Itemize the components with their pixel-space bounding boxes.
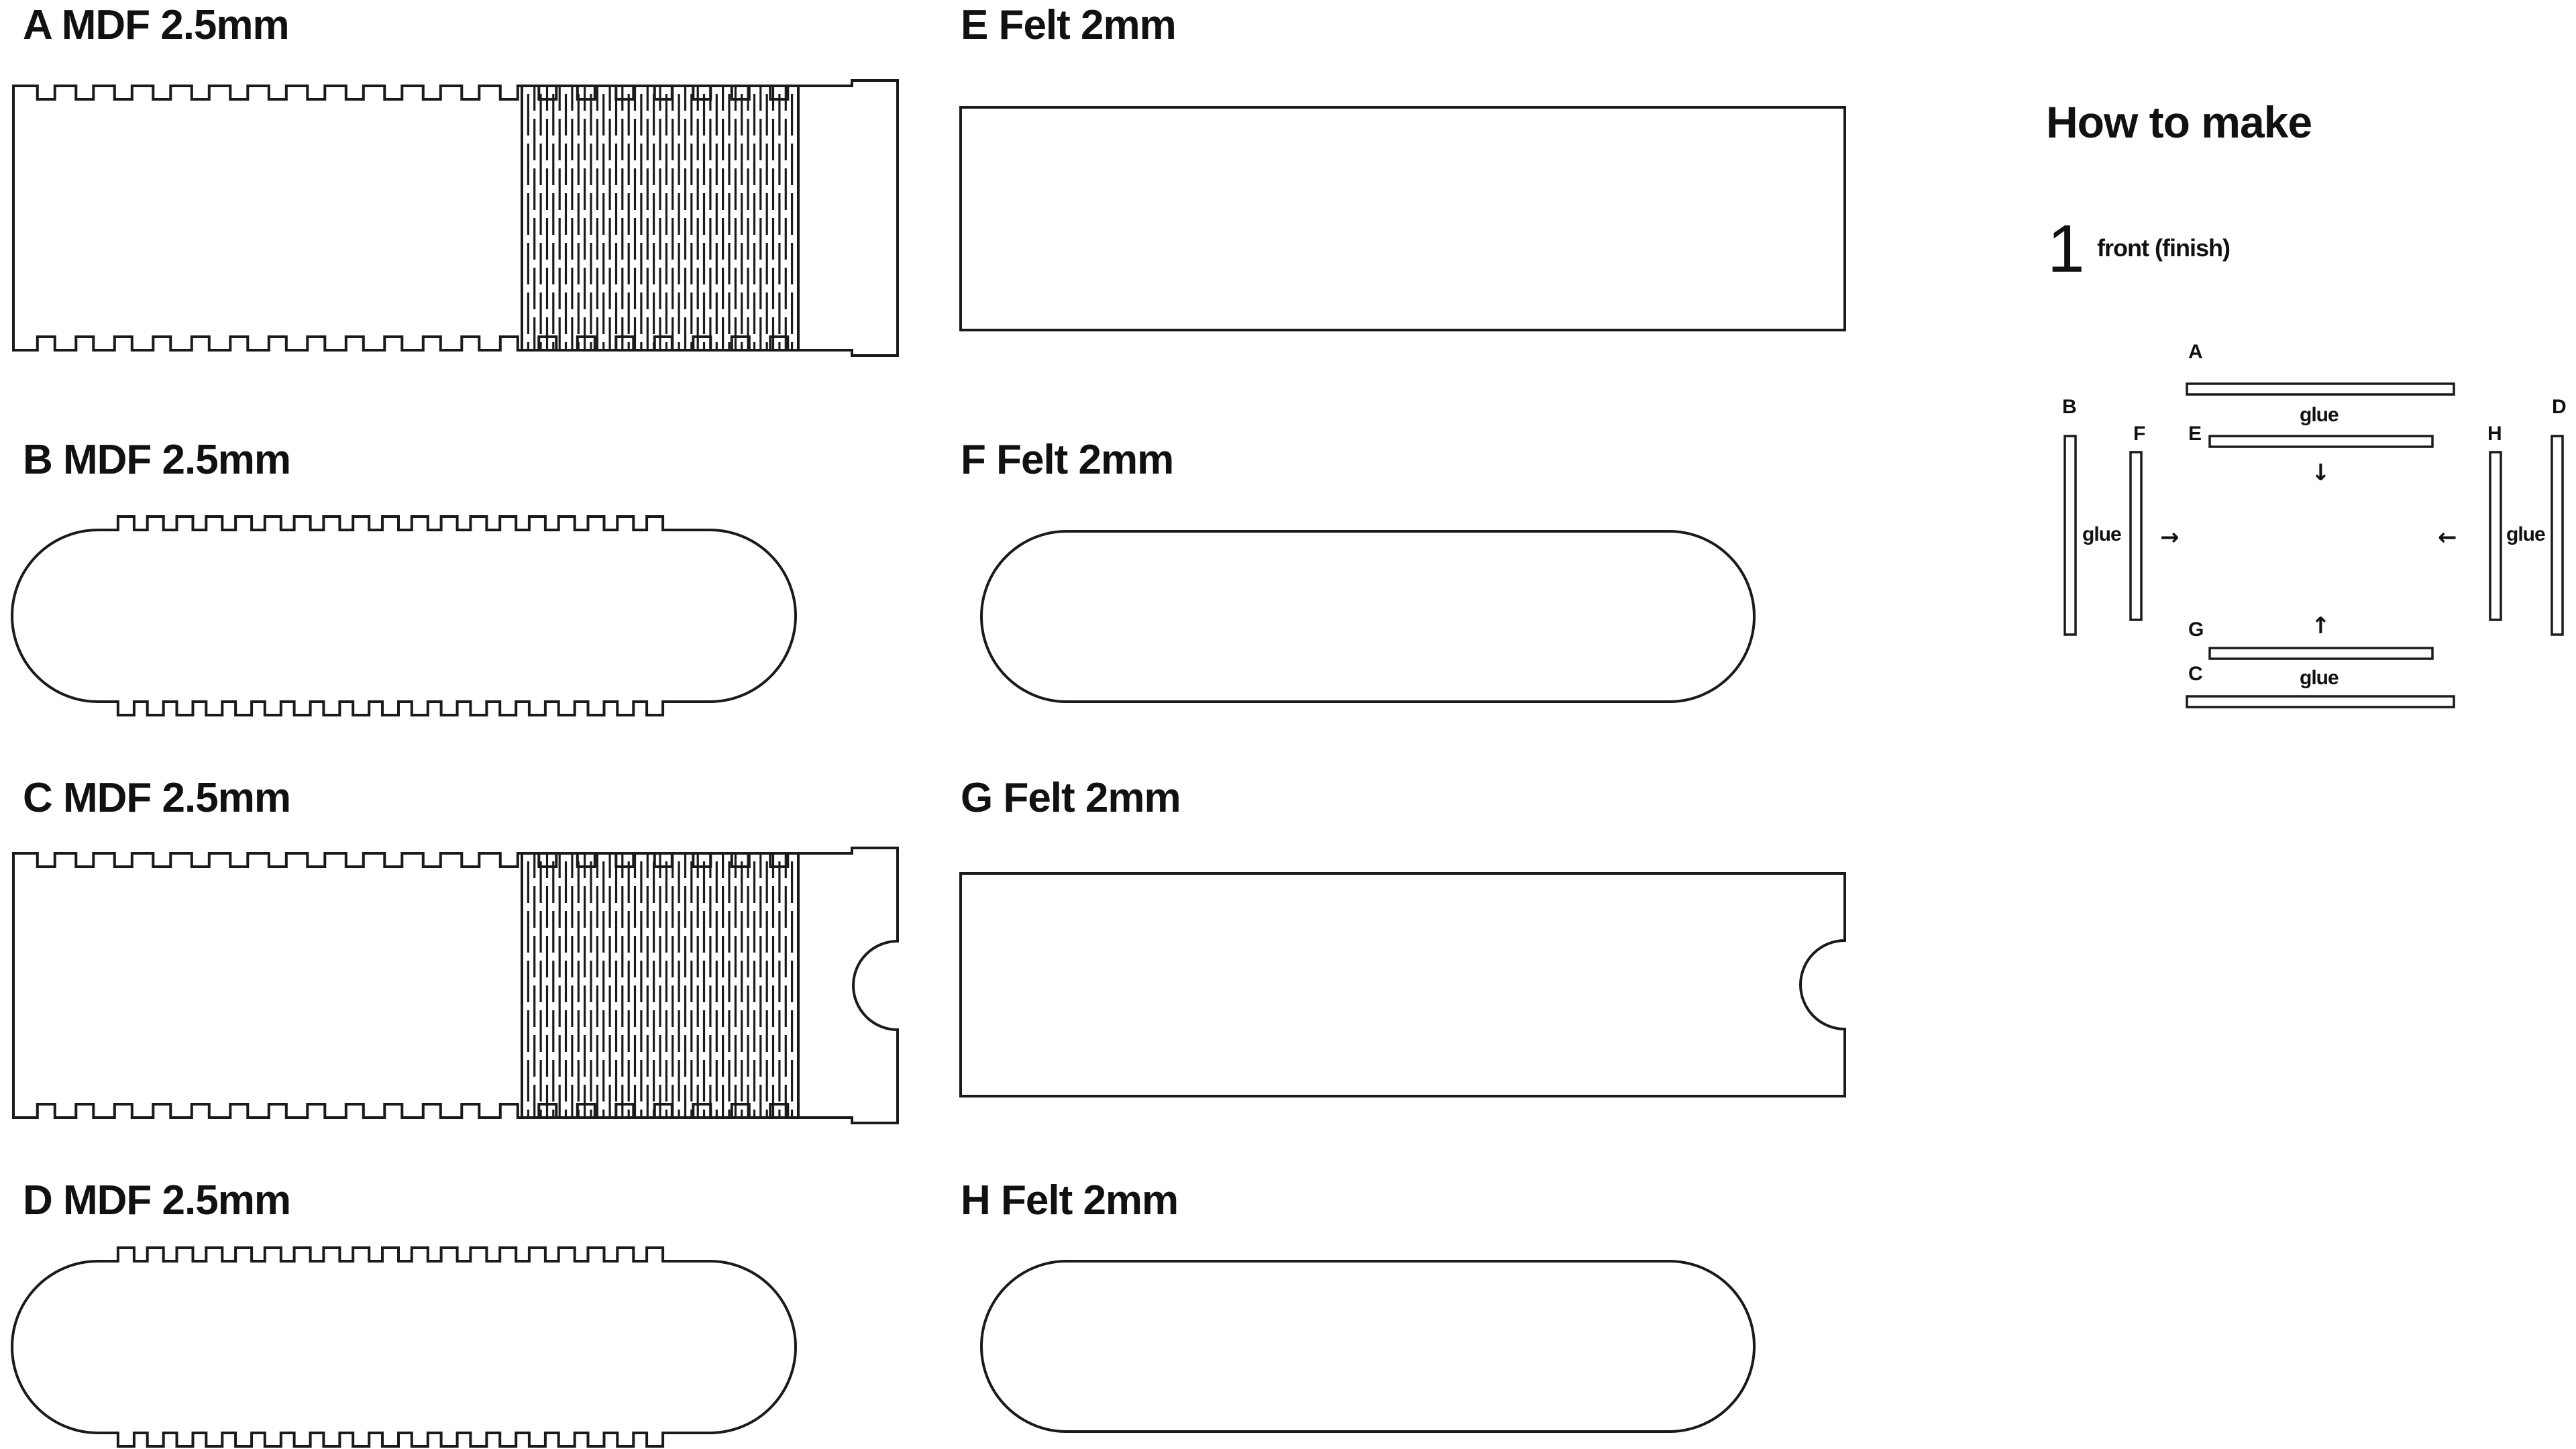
part-c-title: C MDF 2.5mm	[23, 775, 290, 821]
part-d-outline	[11, 1246, 797, 1448]
step-text: front (finish)	[2097, 234, 2230, 262]
part-b-title: B MDF 2.5mm	[23, 437, 290, 483]
diagram-piece-h	[2489, 451, 2502, 621]
part-d-title: D MDF 2.5mm	[23, 1177, 290, 1224]
part-e-outline	[959, 106, 1846, 331]
assembly-diagram: A E G C B F H D glue glue glue glue ↓ ↑ …	[2062, 341, 2567, 708]
arrow-down-icon: ↓	[2311, 460, 2330, 486]
diagram-label-e: E	[2188, 423, 2202, 445]
part-c-outline	[12, 847, 899, 1124]
diagram-label-g: G	[2188, 619, 2204, 641]
how-to-title: How to make	[2046, 97, 2312, 147]
part-a-title: A MDF 2.5mm	[23, 2, 289, 48]
glue-label-left: glue	[2082, 523, 2121, 545]
diagram-piece-d	[2551, 435, 2564, 636]
diagram-piece-c	[2186, 695, 2455, 708]
part-h-title: H Felt 2mm	[961, 1177, 1178, 1224]
part-a-living-hinge	[521, 85, 800, 352]
part-g-outline	[959, 872, 1846, 1097]
part-h-outline	[980, 1260, 1756, 1433]
diagram-piece-a	[2186, 382, 2455, 396]
arrow-right-icon: →	[2160, 524, 2180, 551]
glue-label-right: glue	[2506, 523, 2545, 545]
part-c-living-hinge	[521, 852, 800, 1119]
diagram-label-a: A	[2188, 341, 2203, 363]
part-e-title: E Felt 2mm	[961, 2, 1176, 48]
part-f-title: F Felt 2mm	[961, 437, 1173, 483]
part-g-title: G Felt 2mm	[961, 775, 1181, 821]
part-a-outline	[12, 79, 899, 357]
diagram-piece-g	[2208, 647, 2434, 660]
diagram-label-h: H	[2487, 423, 2502, 445]
part-b-outline	[11, 515, 797, 716]
arrow-left-icon: ←	[2438, 524, 2457, 551]
diagram-label-c: C	[2188, 663, 2203, 685]
arrow-up-icon: ↑	[2311, 612, 2330, 639]
diagram-label-d: D	[2552, 396, 2567, 418]
diagram-label-b: B	[2062, 396, 2077, 418]
diagram-piece-e	[2208, 435, 2434, 448]
step-number: 1	[2047, 211, 2085, 286]
diagram-piece-b	[2063, 435, 2077, 636]
diagram-label-f: F	[2133, 423, 2145, 445]
glue-label-bottom: glue	[2300, 667, 2339, 689]
glue-label-top: glue	[2300, 404, 2339, 426]
part-f-outline	[980, 530, 1756, 703]
diagram-piece-f	[2129, 451, 2143, 621]
